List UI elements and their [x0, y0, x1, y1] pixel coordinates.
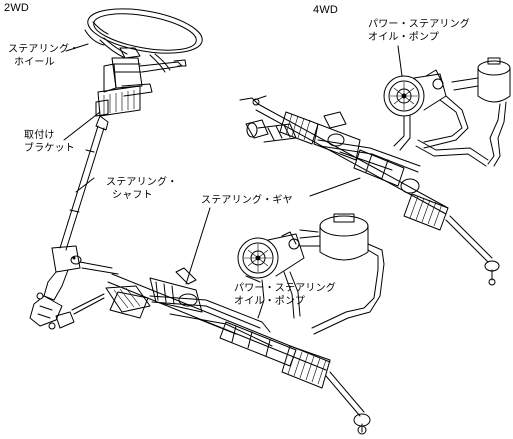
- reservoir-2wd: [299, 213, 369, 261]
- steering-wheel: [84, 8, 203, 73]
- label-2wd: 2WD: [4, 2, 30, 14]
- leader-lines: [63, 43, 403, 285]
- leader-steering-shaft: [75, 177, 95, 193]
- steering-column: [95, 57, 187, 131]
- hoses-2wd: [257, 243, 385, 335]
- leader-pump-4wd: [397, 45, 403, 77]
- steering-shaft: [59, 125, 105, 251]
- leader-steering-gear-2wd: [185, 207, 211, 285]
- intermediate-joint: [29, 245, 119, 330]
- pump-4wd: [383, 69, 447, 117]
- steering-gear-2wd: [71, 267, 371, 435]
- label-steering-wheel-line2: ホイール: [14, 57, 55, 68]
- label-mount-bracket-line2: ブラケット: [24, 143, 75, 154]
- label-steering-gear: ステアリング・ギヤ: [201, 195, 293, 206]
- leader-steering-gear-4wd: [309, 177, 361, 197]
- label-steering-shaft-line2: シャフト: [112, 190, 153, 201]
- reservoir-4wd: [451, 57, 511, 103]
- label-pump-4wd-line2: オイル・ポンプ: [368, 32, 440, 43]
- label-mount-bracket-line1: 取付け: [24, 130, 55, 141]
- label-4wd: 4WD: [313, 4, 339, 16]
- label-pump-2wd-line1: パワー・ステアリング: [234, 283, 336, 294]
- pump-2wd: [237, 231, 305, 279]
- hoses-4wd: [393, 95, 507, 167]
- label-pump-4wd-line1: パワー・ステアリング: [368, 19, 470, 30]
- leader-mount-bracket: [63, 111, 101, 141]
- leader-pump-2wd: [245, 275, 261, 283]
- label-steering-wheel-line1: ステアリング・: [8, 44, 80, 55]
- leader-steering-wheel: [65, 43, 89, 52]
- label-steering-shaft-line1: ステアリング・: [106, 177, 178, 188]
- label-pump-2wd-line2: オイル・ポンプ: [234, 296, 306, 307]
- steering-gear-4wd: [239, 95, 500, 286]
